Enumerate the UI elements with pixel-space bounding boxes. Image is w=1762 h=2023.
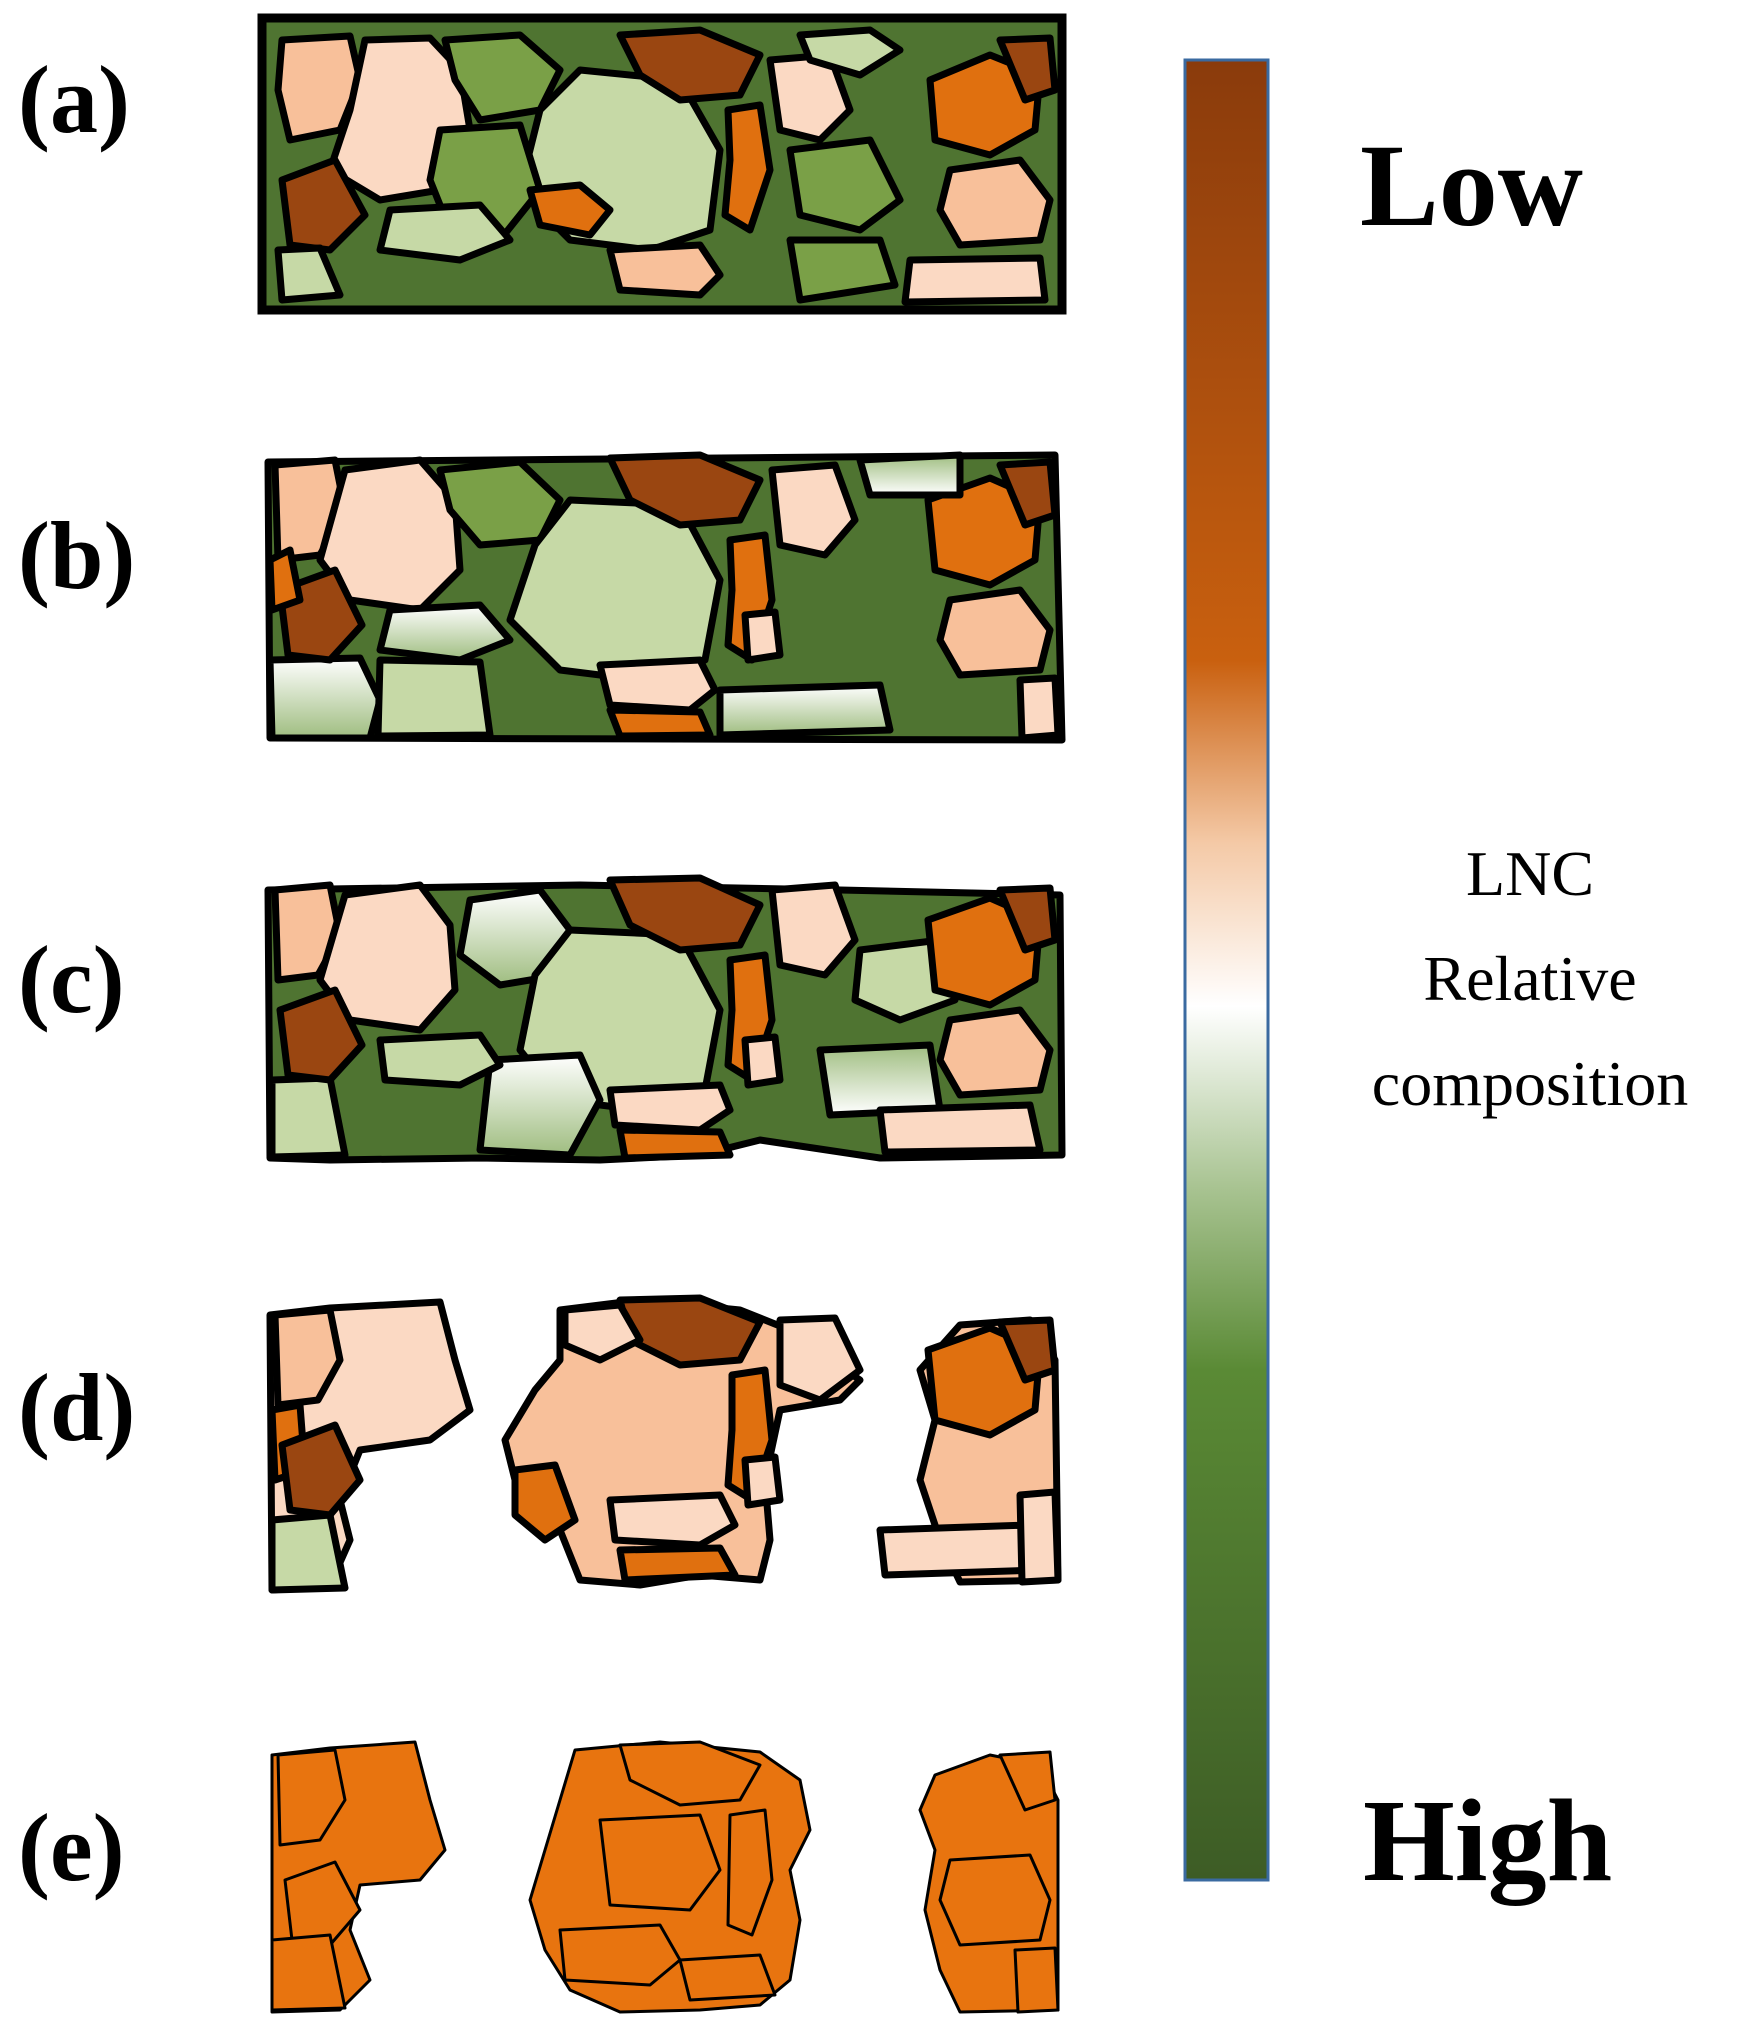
colorbar-title-line-1: LNC	[1466, 838, 1594, 909]
panel-label-e: (e)	[18, 1794, 125, 1901]
panel-b-microstructure	[264, 451, 1066, 744]
colorbar-title-line-2: Relative	[1423, 943, 1636, 1014]
panel-label-a: (a)	[18, 46, 130, 153]
panel-d-microstructure	[266, 1294, 1062, 1594]
panel-label-b: (b)	[18, 502, 135, 609]
panel-e-microstructure	[270, 1740, 1060, 2014]
panel-c-microstructure	[264, 874, 1066, 1164]
colorbar-low-label: Low	[1360, 120, 1583, 251]
colorbar-title-line-3: composition	[1372, 1048, 1688, 1119]
panel-a-microstructure	[257, 13, 1067, 315]
colorbar-high-label: High	[1363, 1775, 1612, 1906]
panel-label-d: (d)	[18, 1354, 135, 1461]
panel-label-c: (c)	[18, 926, 125, 1033]
colorbar-gradient	[1183, 58, 1270, 1882]
